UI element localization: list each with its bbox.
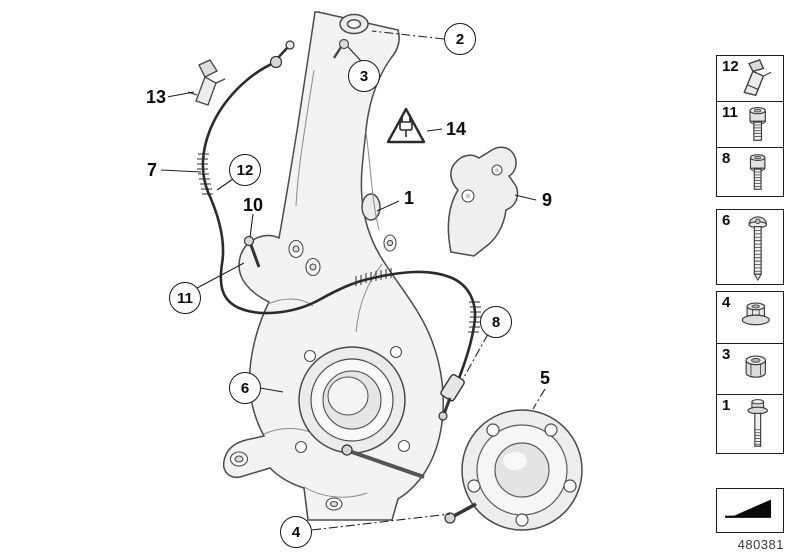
callout-13[interactable]: 13 (143, 87, 169, 107)
callout-14[interactable]: 14 (443, 119, 469, 139)
bearing-bore (298, 346, 406, 454)
legend-item-label: 1 (722, 397, 731, 414)
legend-item-label: 6 (722, 212, 731, 229)
holder-bracket (447, 146, 519, 257)
abs-sensor-cable (197, 40, 481, 421)
pan-head-screw-icon (748, 216, 768, 282)
callout-6[interactable]: 6 (229, 372, 261, 404)
callout-7[interactable]: 7 (144, 160, 160, 180)
legend-item-1[interactable]: 1 (716, 394, 784, 454)
callout-5[interactable]: 5 (537, 368, 553, 388)
direction-arrow-icon (725, 499, 772, 518)
callout-1[interactable]: 1 (401, 188, 417, 208)
legend-item-6[interactable]: 6 (716, 209, 784, 285)
retaining-clip-icon (743, 58, 772, 97)
steering-knuckle (222, 11, 444, 521)
legend-item-11[interactable]: 11 (716, 101, 784, 149)
legend-item-3[interactable]: 3 (716, 343, 784, 396)
legend-item-4[interactable]: 4 (716, 291, 784, 345)
socket-head-screw-icon (749, 106, 766, 141)
callout-8[interactable]: 8 (480, 306, 512, 338)
legend-item-label: 11 (722, 104, 738, 121)
legend-item-12[interactable]: 12 (716, 55, 784, 103)
legend-item-8[interactable]: 8 (716, 147, 784, 197)
retaining-clip (187, 59, 226, 106)
wheel-hub-bearing (341, 409, 583, 531)
callout-12[interactable]: 12 (229, 154, 261, 186)
callout-10[interactable]: 10 (240, 195, 266, 215)
hex-flange-bolt-icon (747, 399, 768, 447)
callout-11[interactable]: 11 (169, 282, 201, 314)
legend-item-label: 4 (722, 294, 731, 311)
callout-3[interactable]: 3 (348, 60, 380, 92)
callout-9[interactable]: 9 (539, 190, 555, 210)
drawing-number: 480381 (737, 537, 784, 552)
connector-warning-triangle-icon (386, 107, 426, 144)
socket-head-screw-icon (749, 154, 766, 190)
legend-footer-box (716, 488, 784, 533)
top-bolt (332, 38, 350, 59)
hex-nut-icon (745, 355, 766, 378)
leader-lines (160, 30, 546, 531)
legend-item-label: 12 (722, 58, 739, 75)
callout-4[interactable]: 4 (280, 516, 312, 548)
flange-nut-icon (741, 302, 770, 326)
legend-item-label: 8 (722, 150, 731, 167)
callout-2[interactable]: 2 (444, 23, 476, 55)
small-screw (243, 235, 261, 268)
legend-item-label: 3 (722, 346, 731, 363)
